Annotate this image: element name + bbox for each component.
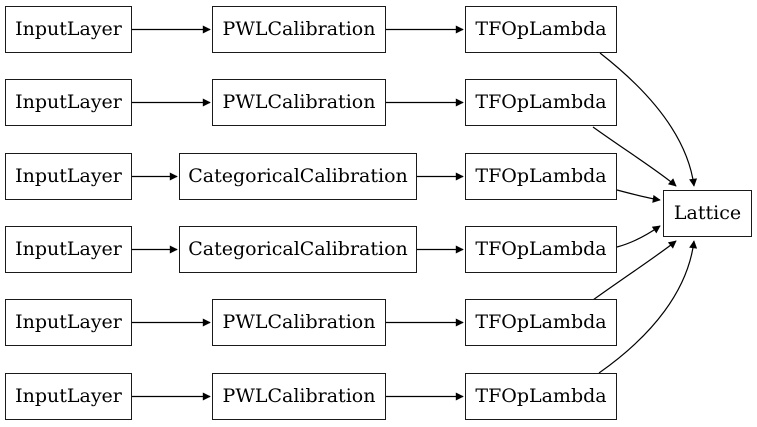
node-tfop-lambda-row6: TFOpLambda: [465, 373, 617, 420]
node-input-layer-row5: InputLayer: [5, 299, 132, 346]
node-input-layer-row1: InputLayer: [5, 6, 132, 53]
node-lattice: Lattice: [663, 190, 752, 237]
node-tfop-lambda-row2: TFOpLambda: [465, 79, 617, 126]
node-tfop-lambda-row5: TFOpLambda: [465, 299, 617, 346]
node-input-layer-row4: InputLayer: [5, 226, 132, 273]
node-pwl-calibration-row6: PWLCalibration: [212, 373, 386, 420]
node-categorical-calibration-row3: CategoricalCalibration: [179, 153, 417, 200]
edge-op-lattice-row4: [616, 225, 661, 248]
node-tfop-lambda-row4: TFOpLambda: [465, 226, 617, 273]
edge-op-lattice-row1: [599, 52, 698, 187]
node-input-layer-row6: InputLayer: [5, 373, 132, 420]
edge-op-lattice-row6: [598, 240, 698, 374]
node-input-layer-row3: InputLayer: [5, 153, 132, 200]
edge-op-lattice-row3: [616, 189, 661, 203]
node-pwl-calibration-row1: PWLCalibration: [212, 6, 386, 53]
edge-op-lattice-row5: [592, 240, 677, 301]
node-pwl-calibration-row5: PWLCalibration: [212, 299, 386, 346]
node-tfop-lambda-row1: TFOpLambda: [465, 6, 617, 53]
node-tfop-lambda-row3: TFOpLambda: [465, 153, 617, 200]
node-categorical-calibration-row4: CategoricalCalibration: [179, 226, 417, 273]
node-pwl-calibration-row2: PWLCalibration: [212, 79, 386, 126]
node-input-layer-row2: InputLayer: [5, 79, 132, 126]
edge-op-lattice-row2: [592, 126, 677, 187]
